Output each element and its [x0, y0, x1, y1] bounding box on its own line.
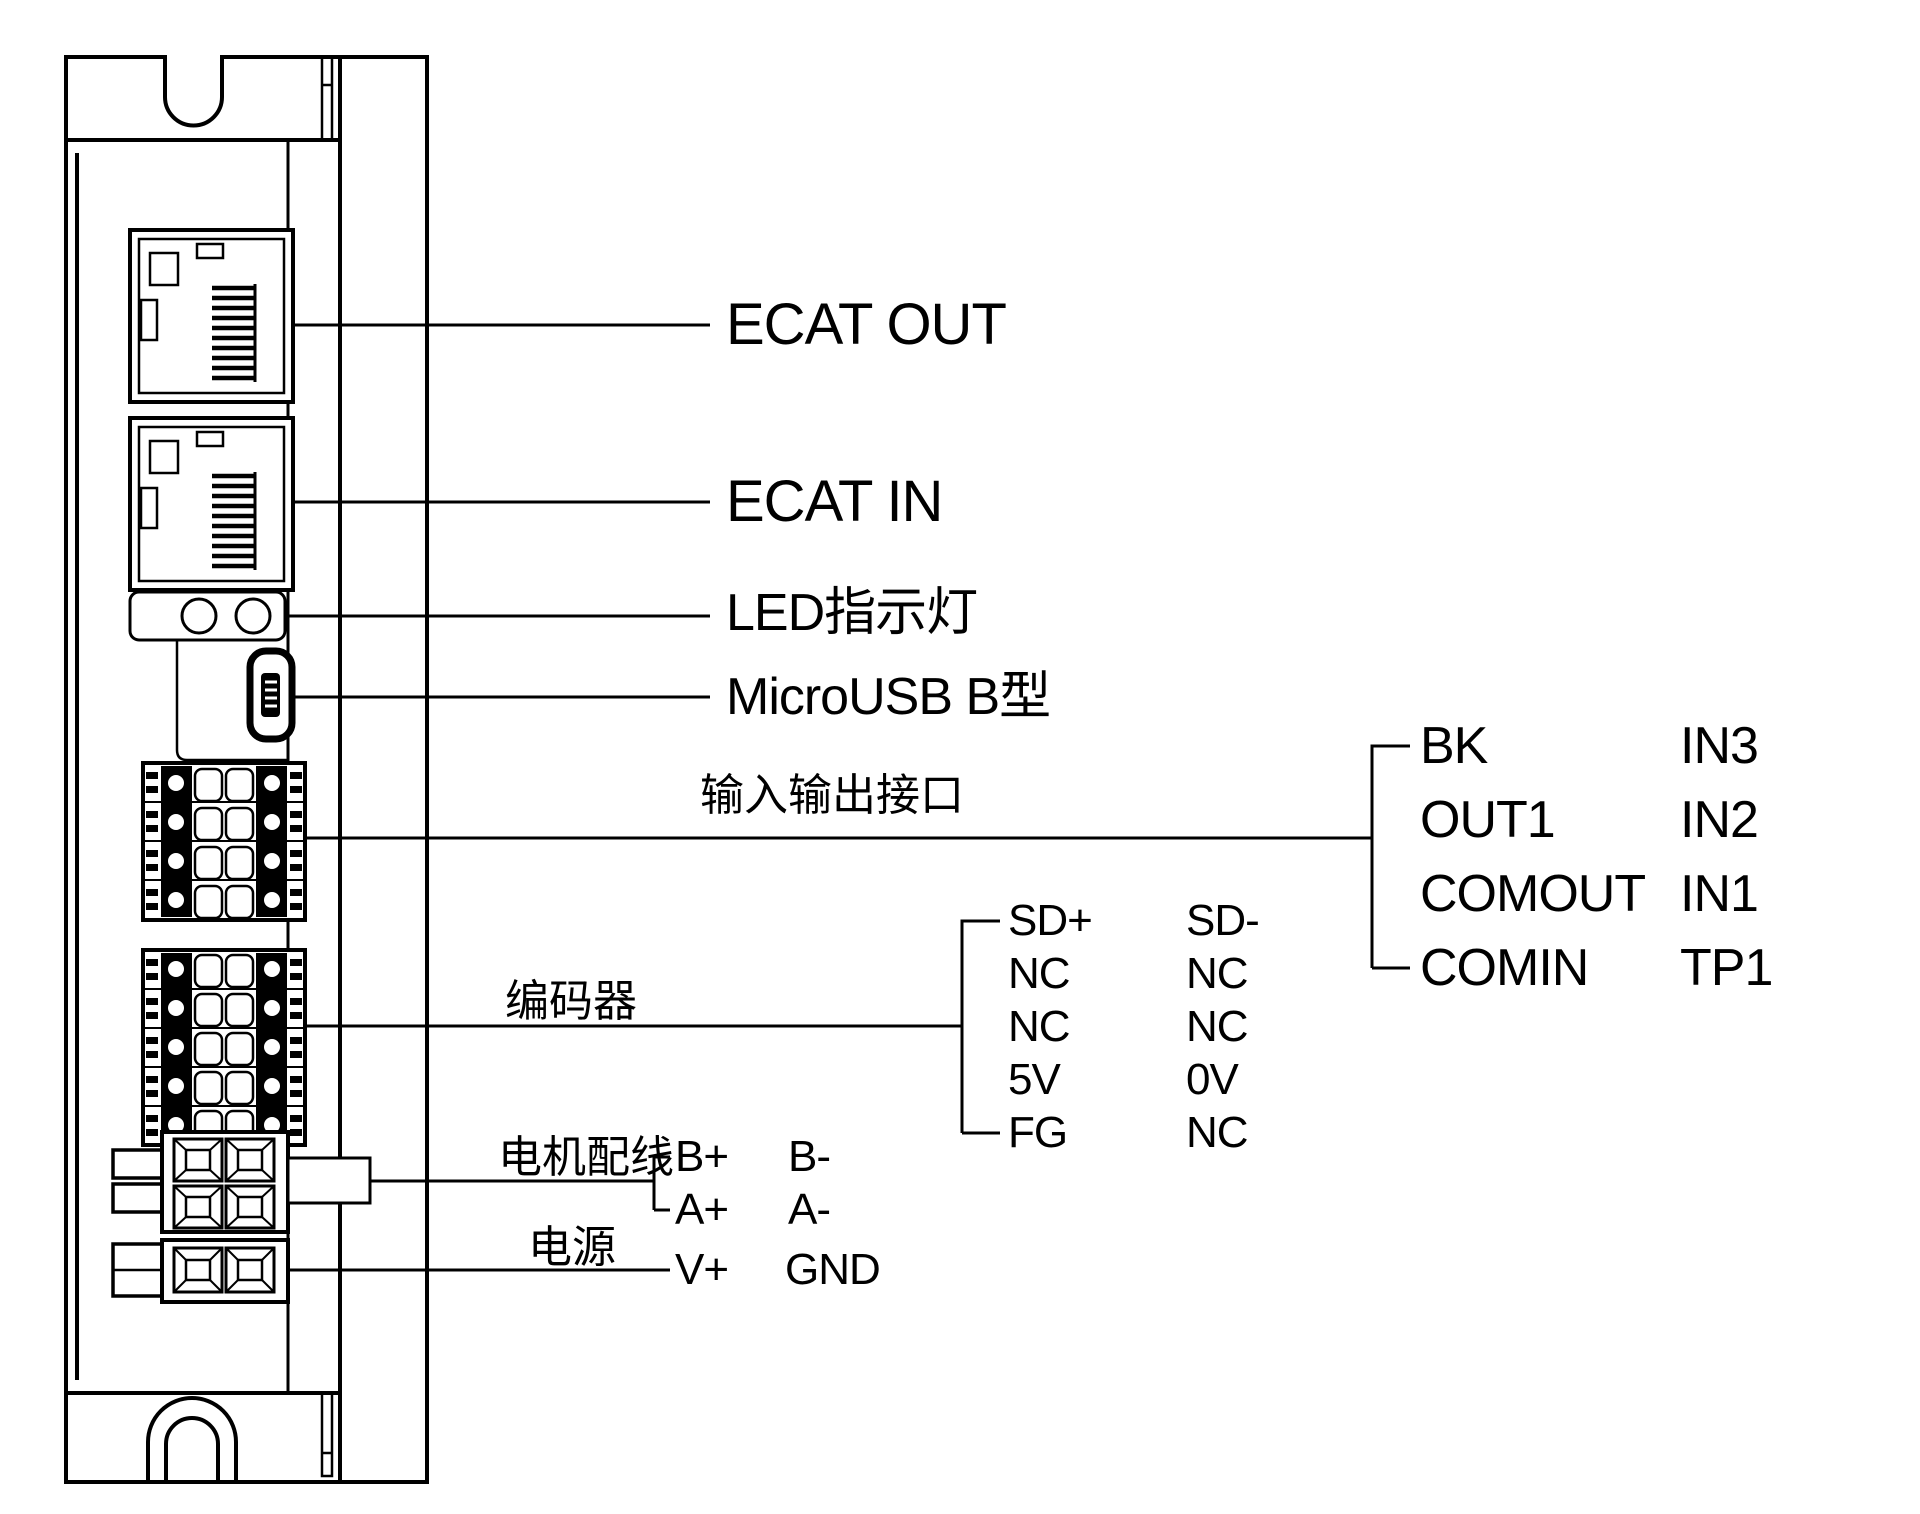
pin-label: B+	[675, 1132, 729, 1181]
label-power: 电源	[528, 1223, 616, 1272]
pin-label: FG	[1008, 1108, 1068, 1157]
usb-recess	[175, 640, 288, 762]
pin-label: SD+	[1008, 896, 1093, 945]
pin-label: COMIN	[1420, 939, 1589, 997]
label-motor: 电机配线	[498, 1133, 674, 1182]
pin-label: NC	[1008, 1002, 1071, 1051]
pin-label: NC	[1186, 949, 1249, 998]
ecat-in-port	[128, 416, 295, 592]
pin-label: SD-	[1186, 896, 1260, 945]
microusb-port	[246, 647, 296, 743]
pin-label: BK	[1420, 717, 1488, 775]
pin-label: IN3	[1680, 717, 1759, 775]
pin-label: 0V	[1186, 1055, 1239, 1104]
pin-label: B-	[788, 1132, 831, 1181]
label-encoder: 编码器	[505, 977, 637, 1026]
bottom-tab	[64, 1393, 340, 1484]
pin-label: TP1	[1680, 939, 1773, 997]
pin-label: NC	[1186, 1108, 1249, 1157]
pin-label: V+	[675, 1245, 729, 1294]
pin-label: NC	[1186, 1002, 1249, 1051]
pin-label: COMOUT	[1420, 865, 1646, 923]
label-ecat-in: ECAT IN	[726, 469, 943, 534]
power-connector	[111, 1238, 290, 1304]
pin-label: A-	[788, 1185, 831, 1234]
mounting-plate	[338, 55, 429, 1484]
ecat-out-port	[128, 228, 295, 404]
top-tab	[64, 55, 340, 142]
motor-connector	[111, 1130, 372, 1234]
pin-label: GND	[785, 1245, 881, 1294]
led-lamp	[234, 597, 272, 635]
label-io: 输入输出接口	[700, 771, 964, 820]
bracket-motor	[652, 1155, 670, 1212]
led-lamp	[180, 597, 218, 635]
pin-label: 5V	[1008, 1055, 1061, 1104]
pin-label: IN1	[1680, 865, 1759, 923]
bracket-io	[1370, 744, 1410, 970]
rj45-pins	[212, 285, 255, 381]
led-indicators	[128, 590, 287, 642]
pin-label: IN2	[1680, 791, 1759, 849]
leader-lines	[285, 323, 1410, 1272]
rj45-pins	[212, 473, 255, 569]
tab-grooves	[320, 57, 334, 1478]
label-led: LED指示灯	[726, 584, 978, 642]
bracket-encoder	[960, 919, 1000, 1135]
pin-label: OUT1	[1420, 791, 1556, 849]
io-connector	[141, 761, 307, 922]
label-usb: MicroUSB B型	[726, 668, 1051, 726]
motor-through-bar	[286, 1156, 372, 1205]
pin-label: A+	[675, 1185, 729, 1234]
label-ecat-out: ECAT OUT	[726, 292, 1007, 357]
pin-label: NC	[1008, 949, 1071, 998]
encoder-connector	[141, 948, 307, 1147]
